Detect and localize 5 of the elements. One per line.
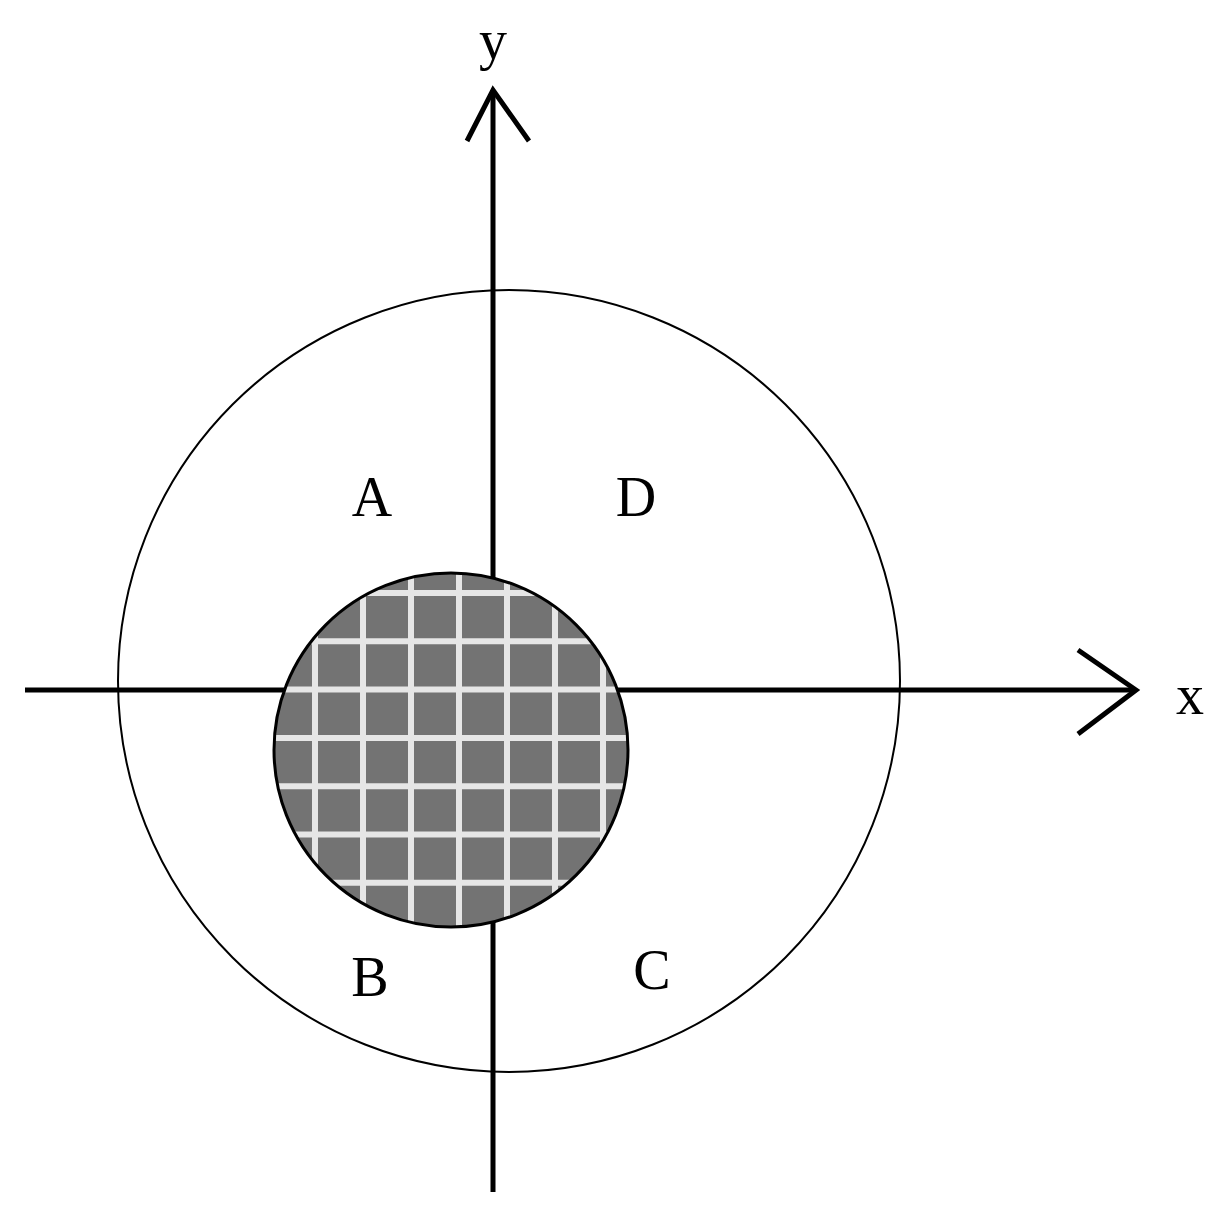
region-label: A <box>351 469 393 525</box>
region-label: B <box>351 949 389 1005</box>
axis-label: x <box>1176 667 1204 723</box>
region-label: C <box>633 942 671 998</box>
region-label: D <box>615 469 657 525</box>
